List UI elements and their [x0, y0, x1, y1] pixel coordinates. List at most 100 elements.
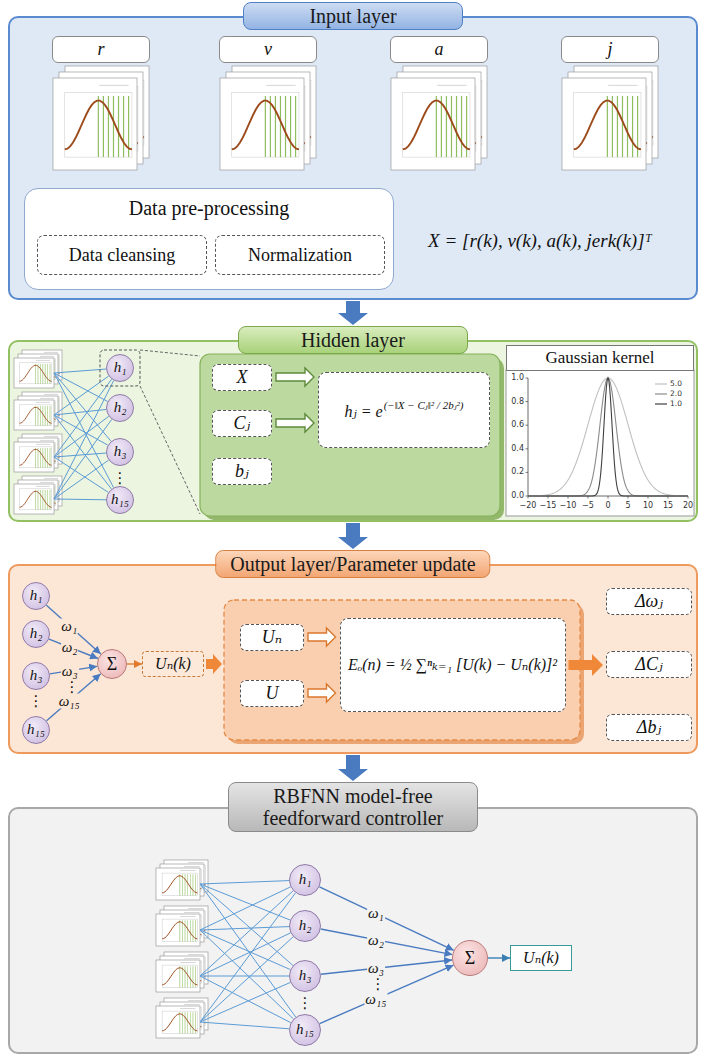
input-link: [54, 373, 114, 488]
plot-card: [562, 78, 646, 170]
plot-legend: [180, 1008, 195, 1009]
flow-arrow: [276, 368, 314, 386]
input-link: [54, 369, 106, 373]
signal-tag: r: [52, 36, 150, 63]
plot-bar: [192, 1012, 193, 1033]
plot-frame: [162, 919, 197, 941]
node-text: h₂: [114, 399, 127, 415]
plot-bar: [190, 874, 191, 895]
weight-label: ω₂: [367, 932, 385, 947]
panel-header: Input layer: [243, 2, 463, 30]
plot-bar: [45, 406, 46, 426]
plot-bar: [187, 966, 188, 987]
text-block: j: [607, 39, 612, 60]
update-box: [224, 600, 580, 740]
plot-bar: [632, 96, 633, 157]
node-text: a: [435, 39, 444, 59]
node-text: Output layer/Parameter update: [230, 553, 475, 575]
node-text: Hidden layer: [301, 329, 405, 351]
parameter-update: ΔCⱼ: [606, 651, 692, 678]
input-link: [54, 499, 106, 501]
plot-legend: [40, 440, 54, 441]
chart-tick: [526, 448, 529, 449]
plot-bar: [275, 96, 276, 157]
text-block: h₃: [30, 667, 43, 684]
plot-stack: [220, 66, 316, 170]
text-block: Data cleansing: [69, 245, 175, 266]
signal-tag: a: [390, 36, 488, 63]
node-text: Data pre-processing: [129, 197, 290, 219]
node-text: Eₒ(n) = ½ ∑ⁿₖ₌₁ [U(k) − Uₙ(k)]²: [348, 656, 557, 673]
text-block: h₁: [114, 359, 127, 376]
axis-tick-label: −5: [582, 502, 594, 510]
plot-curve: [162, 968, 197, 985]
plot-stack: [14, 476, 62, 514]
text-block: h₁: [30, 587, 43, 604]
plot-legend: [437, 85, 466, 86]
plot-bar: [290, 96, 291, 157]
text-block: r: [97, 39, 104, 60]
axis-tick-label: 20: [683, 502, 693, 510]
plot-card: [14, 400, 54, 430]
plot-curve: [65, 101, 132, 150]
plot-card: [220, 78, 304, 170]
plot-legend: [184, 958, 199, 959]
plot-bar: [179, 920, 180, 941]
plot-card: [156, 960, 200, 992]
weight-label: ω₃: [367, 961, 385, 976]
text-block: Gaussian kernel: [545, 348, 654, 368]
plot-card: [391, 78, 475, 170]
plot-legend: [180, 962, 195, 963]
flow-arrow: [569, 654, 604, 676]
plot-bar: [187, 874, 188, 895]
plot-bar: [607, 96, 608, 157]
legend-line: [655, 391, 668, 397]
text-block: h₃: [299, 967, 312, 984]
plot-bar: [47, 490, 48, 510]
weight-connector: [47, 674, 101, 721]
plot-stack: [14, 392, 62, 430]
input-link: [200, 982, 290, 1022]
plot-bar: [185, 874, 186, 895]
plot-card: [156, 1006, 200, 1038]
chart-tick: [526, 472, 529, 473]
weight-connector: [321, 929, 453, 955]
node-text: X: [237, 367, 248, 387]
legend-line: [655, 383, 667, 384]
weight-connector: [46, 605, 100, 654]
input-link: [200, 881, 289, 884]
plot-frame: [574, 93, 641, 157]
plot-legend: [188, 1000, 203, 1001]
neuron-circle: h₁: [289, 864, 321, 896]
plot-frame: [20, 405, 52, 426]
node-text: Uₙ(k): [155, 655, 191, 672]
node-text: Gaussian kernel: [545, 348, 654, 367]
plot-legend: [44, 478, 58, 479]
node-text: Σ: [107, 654, 117, 674]
ellipsis: ⋮: [371, 977, 386, 992]
plot-bar: [190, 1012, 191, 1033]
sum-node: Σ: [97, 649, 127, 679]
plot-bar: [40, 406, 41, 426]
chart-tick: [526, 496, 529, 497]
vector-formula: X = [r(k), v(k), a(k), jerk(k)]ᵀ: [428, 231, 652, 250]
plot-legend: [44, 436, 58, 437]
chart-tick: [608, 496, 609, 499]
node-text: Data cleansing: [69, 245, 175, 265]
parameter-update: Δωⱼ: [606, 588, 692, 615]
plot-legend: [180, 870, 195, 871]
plot-bar: [280, 96, 281, 157]
plot-frame: [232, 93, 299, 157]
kernel-curve: [528, 378, 688, 496]
axis-tick-label: −20: [520, 502, 537, 510]
input-link: [200, 976, 289, 977]
text-block: Cⱼ: [234, 413, 251, 434]
plot-bar: [45, 364, 46, 384]
plot-bar: [35, 490, 36, 510]
input-link: [54, 379, 112, 457]
plot-frame: [162, 873, 197, 895]
input-link: [200, 884, 296, 1017]
chart-axis: [528, 378, 529, 496]
neuron-circle: h₁: [106, 354, 134, 382]
legend-text: 2.0: [670, 390, 682, 398]
